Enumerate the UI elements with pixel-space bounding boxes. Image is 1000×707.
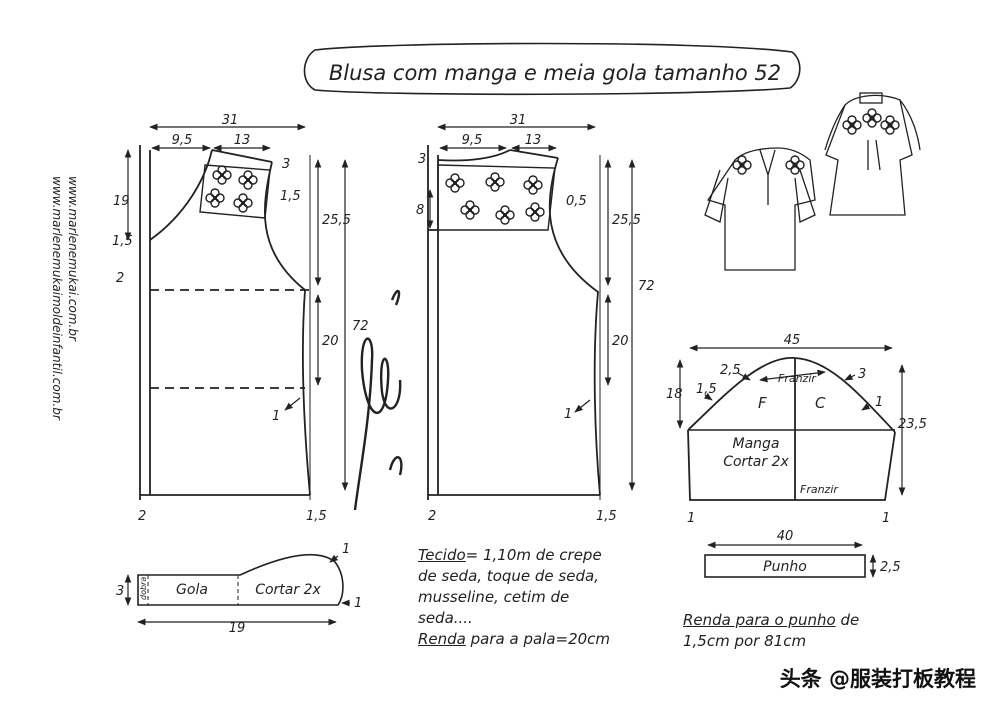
back-hem-left-label: 2 [428,509,436,524]
collar-length-label: 19 [229,621,246,636]
sleeve-gather-label: Franzir [778,372,817,385]
side-url-block: www.marlenemukai.com.br www.marlenemukai… [49,176,81,536]
fabric-note-line2: de seda, toque de seda, [418,567,599,585]
cuff-height-label: 2,5 [880,560,901,575]
front-side-curve-label: 1 [272,409,280,424]
sleeve-cap-left-label: 2,5 [720,363,741,378]
fabric-lace-label: Renda [418,630,466,648]
blouse-back-sketch [824,92,921,216]
front-labels: 31 9,5 13 3 19 1,5 1,5 2 25,5 20 72 1 2 … [112,113,369,524]
fabric-lace-text: para a pala=20cm [470,630,611,648]
front-hem-left-label: 2 [138,509,146,524]
back-waist-length-label: 20 [612,334,629,349]
back-neck-width-label: 9,5 [462,133,483,148]
cuff-lace-line2: 1,5cm por 81cm [683,632,807,650]
back-side-curve-label: 1 [564,407,572,422]
sleeve-hem-left-label: 1 [687,511,695,526]
collar-side-mark: 1 [354,596,362,611]
sleeve-side-length-label: 23,5 [898,417,927,432]
side-url-primary: www.marlenemukai.com.br [66,176,80,341]
front-neck-side-label: 1,5 [112,234,133,249]
back-width-label: 31 [510,113,527,128]
front-neck-depth-label: 19 [113,194,130,209]
cuff-width-label: 40 [777,529,794,544]
sleeve-front-letter: F [758,394,767,412]
back-dimension-lines [426,123,636,491]
sleeve-cap-front-mark: 1,5 [696,382,717,397]
front-neck-width-label: 9,5 [172,133,193,148]
front-yoke-width-label: 13 [234,133,251,148]
collar-labels: 3 dobra Gola Cortar 2x 19 1 1 [116,542,362,636]
back-armhole-depth-label: 25,5 [612,213,641,228]
back-total-length-label: 72 [638,279,655,294]
back-armhole-offset-label: 0,5 [566,194,587,209]
collar-pattern-piece [124,553,350,626]
side-url-secondary: www.marlenemukaimoldeinfantil.com.br [50,176,64,420]
fabric-note-label: Tecido [418,546,466,564]
collar-fold-label: dobra [139,577,148,600]
collar-name-label: Gola [176,582,208,598]
front-width-label: 31 [222,113,239,128]
back-shoulder-drop-label: 3 [418,152,426,167]
back-yoke-print [445,172,545,225]
front-armhole-depth-label: 25,5 [322,213,351,228]
cuff-name-label: Punho [763,559,807,575]
cuff-labels: 40 Punho 2,5 [763,529,901,575]
sleeve-width-label: 45 [784,333,801,348]
cuff-lace-note: Renda para o punho de 1,5cm por 81cm [683,610,903,652]
front-waist-length-label: 20 [322,334,339,349]
watermark: 头条 @服装打板教程 [779,667,976,691]
sleeve-cut-note: Cortar 2x [723,454,789,470]
collar-top-mark: 1 [342,542,350,557]
cuff-lace-tail: de [840,611,860,629]
sleeve-hem-right-label: 1 [882,511,890,526]
collar-cut-note: Cortar 2x [255,582,321,598]
sleeve-name-label: Manga [733,436,780,452]
cuff-pattern-piece [704,541,877,578]
back-yoke-width-label: 13 [525,133,542,148]
sleeve-labels: 45 2,5 3 Franzir 1,5 F C 1 18 23,5 Manga… [666,333,927,526]
fabric-note: Tecido= 1,10m de crepe de seda, toque de… [418,545,668,650]
sleeve-cap-right-label: 3 [858,367,866,382]
sleeve-cap-back-mark: 1 [875,395,883,410]
cuff-lace-label: Renda para o punho [683,611,836,629]
sleeve-dimension-lines [676,344,906,496]
back-hem-right-label: 1,5 [596,509,617,524]
signature [353,289,403,511]
sleeve-cap-height-label: 18 [666,387,683,402]
fabric-note-line1: = 1,10m de crepe [465,546,602,564]
front-hem-right-label: 1,5 [306,509,327,524]
blouse-front-sketch [704,147,816,271]
collar-height-label: 3 [116,584,124,599]
fabric-note-line3: musseline, cetim de [418,588,570,606]
title-banner: Blusa com manga e meia gola tamanho 52 [303,42,801,96]
fabric-note-line4: seda.... [418,609,473,627]
back-labels: 31 9,5 13 3 8 0,5 25,5 20 72 1 2 1,5 [416,113,655,524]
front-dimension-lines [124,123,349,491]
back-yoke-depth-label: 8 [416,203,424,218]
front-total-length-label: 72 [352,319,369,334]
page-title: Blusa com manga e meia gola tamanho 52 [329,61,781,85]
front-yoke-print [205,165,258,213]
front-shoulder-drop-label: 3 [282,157,290,172]
front-armhole-offset-label: 1,5 [280,189,301,204]
front-pattern-piece [139,145,311,500]
front-left-hem-mark: 2 [116,271,124,286]
sleeve-back-letter: C [815,394,826,412]
sleeve-bottom-gather-label: Franzir [800,483,839,496]
